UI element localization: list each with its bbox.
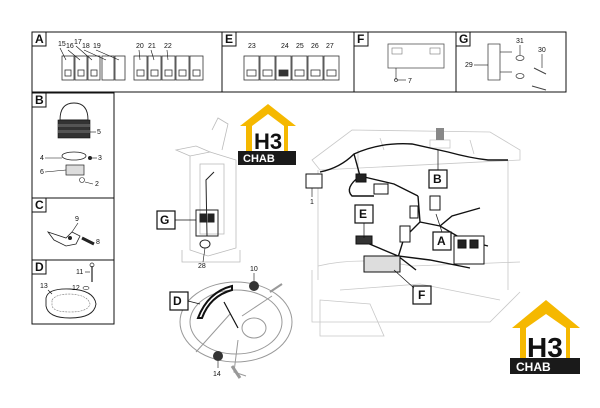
switch-group-e bbox=[243, 55, 340, 81]
switch-assembly bbox=[46, 231, 81, 247]
panel-d: D 11 13 12 bbox=[31, 259, 115, 325]
panel-g: G 29 31 30 bbox=[455, 31, 567, 93]
callout-2: 2 bbox=[95, 181, 99, 188]
callout-box-b: B bbox=[428, 150, 448, 189]
callout-9: 9 bbox=[75, 216, 79, 223]
callout-11: 11 bbox=[76, 269, 83, 276]
callout-box-a: A bbox=[432, 213, 452, 251]
panel-c: C 9 8 bbox=[31, 197, 115, 261]
knob-10 bbox=[249, 281, 259, 291]
callout-10: 10 bbox=[250, 266, 258, 273]
callout-18: 18 bbox=[82, 43, 90, 50]
svg-text:F: F bbox=[418, 288, 425, 302]
callout-14: 14 bbox=[213, 371, 221, 378]
svg-text:A: A bbox=[437, 234, 446, 248]
svg-text:D: D bbox=[173, 294, 182, 308]
callout-28: 28 bbox=[198, 263, 206, 270]
beacon-lamp bbox=[59, 102, 89, 121]
column-harness bbox=[195, 171, 219, 249]
washer bbox=[515, 55, 525, 61]
callout-5: 5 bbox=[97, 129, 101, 136]
panel-g-letter: G bbox=[459, 32, 468, 46]
panel-d-letter: D bbox=[35, 260, 44, 274]
callout-13: 13 bbox=[40, 283, 48, 290]
roof-beacon bbox=[436, 128, 444, 140]
brand-logo-bottom: H3 CHAB bbox=[510, 300, 580, 374]
callout-29: 29 bbox=[465, 62, 473, 69]
module-outline bbox=[387, 43, 445, 69]
callout-4: 4 bbox=[40, 155, 44, 162]
brand-logo-top: H3 CHAB bbox=[238, 104, 296, 165]
callout-27: 27 bbox=[326, 43, 334, 50]
panel-b: B 5 4 3 6 2 bbox=[31, 92, 115, 199]
steering-horn-ring bbox=[196, 284, 239, 329]
callout-16: 16 bbox=[66, 43, 74, 50]
svg-text:B: B bbox=[433, 172, 442, 186]
callout-23: 23 bbox=[248, 43, 256, 50]
callout-17: 17 bbox=[74, 39, 82, 46]
callout-3: 3 bbox=[98, 155, 102, 162]
logo-mark-bottom: H3 bbox=[527, 332, 563, 363]
callout-box-g: G bbox=[156, 210, 196, 230]
switch-group-left bbox=[61, 55, 126, 81]
callout-25: 25 bbox=[296, 43, 304, 50]
bolt bbox=[533, 67, 547, 75]
callout-26: 26 bbox=[311, 43, 319, 50]
panel-e-letter: E bbox=[225, 32, 233, 46]
callout-21: 21 bbox=[148, 43, 156, 50]
callout-8: 8 bbox=[96, 239, 100, 246]
callout-7: 7 bbox=[408, 78, 412, 85]
beacon-base bbox=[57, 119, 91, 139]
callout-1: 1 bbox=[310, 199, 314, 206]
column-assembly bbox=[174, 117, 241, 263]
callout-box-e: E bbox=[354, 204, 374, 238]
callout-19: 19 bbox=[93, 43, 101, 50]
cab-frame bbox=[311, 129, 521, 337]
panel-c-letter: C bbox=[35, 198, 44, 212]
steering-wheel bbox=[179, 281, 293, 377]
callout-12: 12 bbox=[72, 285, 80, 292]
panel-a: A 15 16 17 18 19 20 21 22 bbox=[31, 31, 223, 93]
panel-f: F 7 bbox=[353, 31, 457, 93]
panel-f-letter: F bbox=[357, 32, 364, 46]
callout-22: 22 bbox=[164, 43, 172, 50]
callout-24: 24 bbox=[281, 43, 289, 50]
callout-6: 6 bbox=[40, 169, 44, 176]
callout-31: 31 bbox=[516, 38, 524, 45]
callout-box-d: D bbox=[169, 291, 201, 311]
svg-text:E: E bbox=[359, 207, 367, 221]
cover bbox=[45, 288, 97, 319]
panel-b-letter: B bbox=[35, 93, 44, 107]
panel-a-letter: A bbox=[35, 32, 44, 46]
callout-15: 15 bbox=[58, 41, 66, 48]
logo-mark: H3 bbox=[254, 129, 282, 154]
svg-text:G: G bbox=[160, 213, 169, 227]
logo-brand-bottom: CHAB bbox=[516, 360, 551, 374]
switch-group-right bbox=[133, 55, 204, 81]
callout-box-f: F bbox=[393, 269, 432, 305]
logo-brand: CHAB bbox=[243, 153, 275, 165]
connector-blocks bbox=[305, 173, 485, 273]
panel-e: E 23 24 25 26 27 bbox=[221, 31, 355, 93]
callout-30: 30 bbox=[538, 47, 546, 54]
bracket bbox=[487, 43, 501, 81]
callout-20: 20 bbox=[136, 43, 144, 50]
knob-14 bbox=[213, 351, 223, 361]
